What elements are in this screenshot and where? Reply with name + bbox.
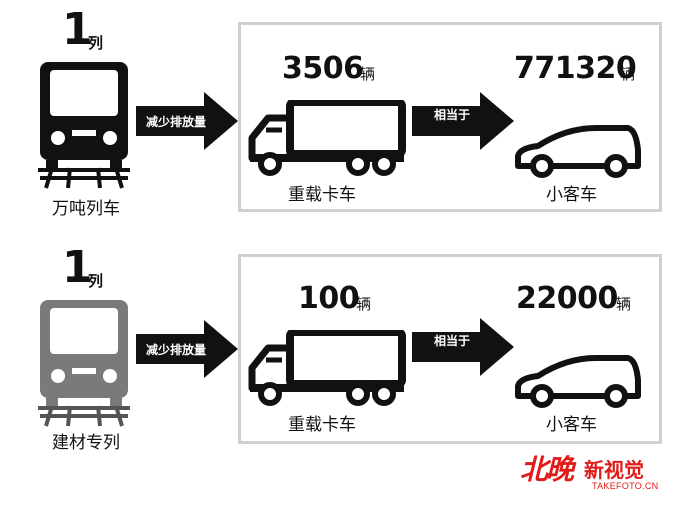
arrow-right-icon [412, 92, 514, 150]
car-unit: 辆 [616, 295, 632, 313]
freight-train-icon [38, 62, 130, 189]
arrow-label-equivalent: 相当于 [434, 108, 471, 122]
car-icon [515, 355, 641, 408]
truck-icon [248, 330, 406, 406]
truck-unit: 辆 [360, 65, 376, 83]
car-label: 小客车 [546, 415, 597, 435]
comparison-row-2: 1 列 建材专列 减少排放量 100 辆 重载卡车 相当于 22000 辆 [0, 238, 680, 478]
building-material-train-icon [38, 300, 130, 427]
logo-url-text: TAKEFOTO.CN [592, 481, 659, 491]
train-count: 1 [62, 242, 93, 293]
train-label: 万吨列车 [52, 199, 120, 219]
truck-label: 重载卡车 [288, 415, 356, 435]
train-label: 建材专列 [52, 433, 120, 453]
arrow-label-reduce: 减少排放量 [146, 343, 207, 357]
truck-label: 重载卡车 [288, 185, 356, 205]
train-count: 1 [62, 4, 93, 55]
car-unit: 辆 [620, 65, 636, 83]
logo-sub-text: 新视觉 [584, 458, 644, 482]
arrow-label-reduce: 减少排放量 [146, 115, 207, 129]
publisher-logo: 北晚 新视觉 TAKEFOTO.CN [516, 448, 666, 500]
truck-number: 3506 [282, 51, 364, 86]
logo-main-text: 北晚 [520, 453, 574, 486]
truck-number: 100 [298, 281, 360, 316]
comparison-row-1: 1 列 万吨列车 减少排放量 3506 辆 重载卡车 相当于 771320 [0, 0, 680, 240]
arrow-right-icon [136, 320, 238, 378]
arrow-right-icon [412, 318, 514, 376]
arrow-label-equivalent: 相当于 [434, 334, 471, 348]
arrow-right-icon [136, 92, 238, 150]
car-number: 771320 [514, 51, 637, 86]
train-count-unit: 列 [88, 34, 104, 52]
car-icon [515, 125, 641, 178]
car-number: 22000 [516, 281, 618, 316]
truck-unit: 辆 [356, 295, 372, 313]
car-label: 小客车 [546, 185, 597, 205]
truck-icon [248, 100, 406, 176]
train-count-unit: 列 [88, 272, 104, 290]
